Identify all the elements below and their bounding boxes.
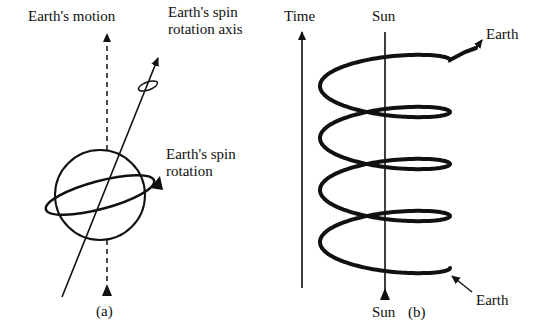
motion-line: [106, 240, 108, 282]
earth-globe: [55, 150, 145, 240]
body-label: Sun: [372, 8, 407, 25]
axis-label: Time: [284, 8, 324, 25]
panel-label: (a): [96, 303, 126, 320]
panel-label: (b): [408, 304, 438, 321]
sun-arrowhead: [380, 288, 390, 300]
motion-arrowhead: [102, 284, 112, 296]
earth-arrow: [476, 40, 482, 48]
body-label: Earth: [476, 292, 524, 309]
body-label: Sun: [372, 304, 407, 321]
axis-label: Earth's spin rotation axis: [168, 4, 268, 38]
body-label: Earth: [486, 26, 534, 43]
motion-line: [106, 34, 108, 150]
motion-label: Earth's motion: [28, 8, 138, 25]
rotation-band: [42, 167, 157, 223]
rotation-label: Earth's spin rotation: [166, 146, 266, 180]
time-axis: [301, 32, 303, 288]
earth-arrow: [452, 276, 472, 292]
rotation-arrowhead: [150, 176, 163, 190]
earth-helix: [320, 48, 476, 273]
spin-ring: [137, 79, 159, 93]
